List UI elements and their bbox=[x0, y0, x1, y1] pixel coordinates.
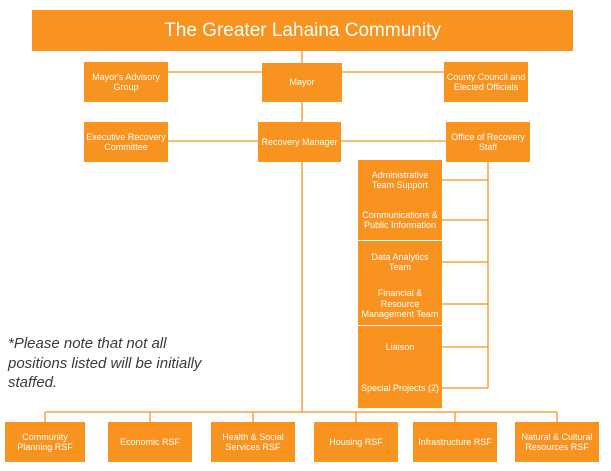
staff-unit-box: Financial & Resource Management Team bbox=[358, 283, 442, 325]
mayors-advisory-group-box: Mayor's Advisory Group bbox=[84, 62, 168, 102]
community-title: The Greater Lahaina Community bbox=[32, 10, 573, 51]
rsf-box: Housing RSF bbox=[314, 422, 398, 462]
rsf-box: Natural & Cultural Resources RSF bbox=[515, 422, 599, 462]
rsf-box: Infrastructure RSF bbox=[413, 422, 497, 462]
office-of-recovery-staff-box: Office of Recovery Staff bbox=[446, 122, 530, 162]
staff-unit-box: Liaison bbox=[358, 326, 442, 368]
rsf-box: Community Planning RSF bbox=[5, 422, 85, 462]
rsf-box: Health & Social Services RSF bbox=[211, 422, 295, 462]
county-council-box: County Council and Elected Officials bbox=[444, 62, 528, 102]
staff-unit-box: Administrative Team Support bbox=[358, 160, 442, 200]
staffing-note: *Please note that not all positions list… bbox=[8, 335, 202, 391]
staff-unit-box: Communications & Public Information bbox=[358, 200, 442, 240]
rsf-box: Economic RSF bbox=[108, 422, 192, 462]
staff-unit-box: Data Analytics Team bbox=[358, 241, 442, 283]
mayor-box: Mayor bbox=[262, 63, 342, 102]
staff-unit-box: Special Projects (2) bbox=[358, 368, 442, 408]
executive-recovery-committee-box: Executive Recovery Committee bbox=[84, 122, 168, 162]
recovery-manager-box: Recovery Manager bbox=[258, 122, 341, 162]
